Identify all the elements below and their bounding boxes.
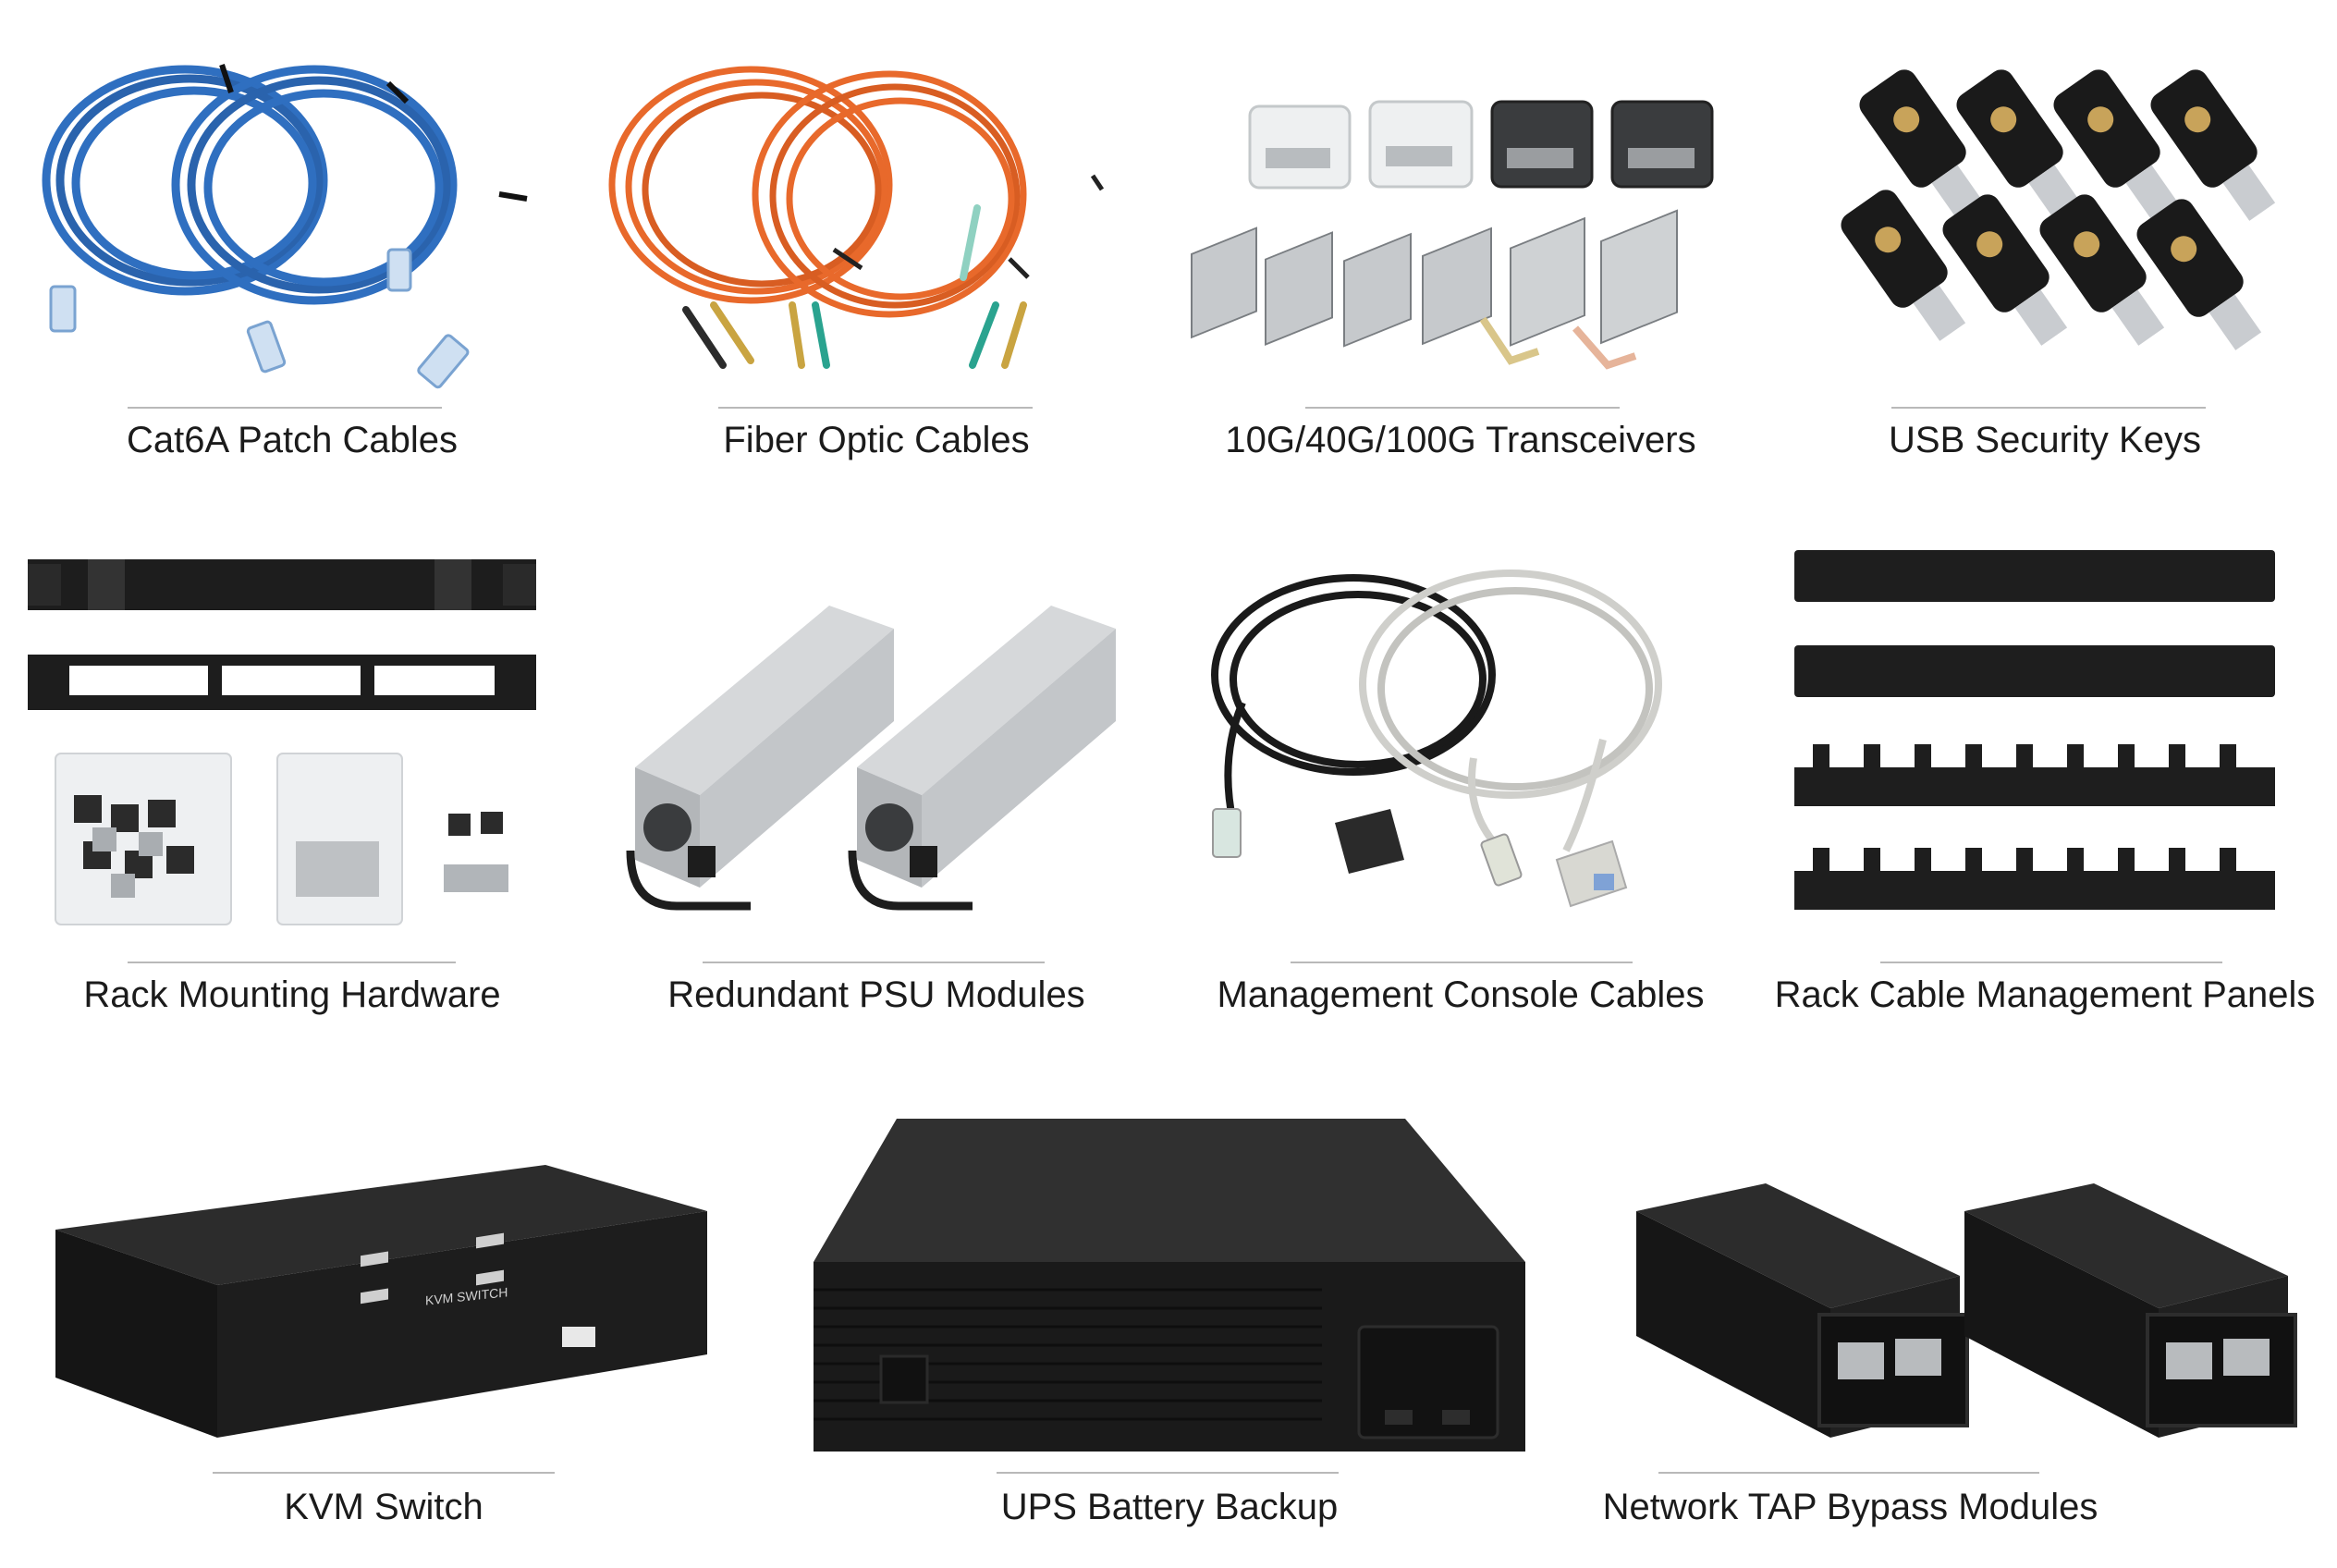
divider-rule [997,1472,1339,1474]
item-label: UPS Battery Backup [1000,1487,1339,1527]
divider-rule [718,407,1033,409]
item-ups-battery-backup: UPS Battery Backup [767,1072,1572,1553]
kvm-switch-icon: KVM SWITCH [55,1165,707,1438]
item-label: Management Console Cables [1217,974,1705,1015]
rack-bracket-icon [28,559,536,925]
divider-rule [1658,1472,2039,1474]
divider-rule [128,962,456,963]
divider-rule [1891,407,2206,409]
blue-cable-coil-icon [42,64,528,389]
tap-module-icon [1636,1183,2297,1438]
item-label: USB Security Keys [1889,420,2201,460]
item-label: Network TAP Bypass Modules [1602,1487,2098,1527]
item-fiber-optic-cables: Fiber Optic Cables [584,0,1168,481]
item-rack-cable-management-panels: Rack Cable Management Panels [1753,518,2337,1035]
orange-fiber-coil-icon [608,66,1105,369]
item-label: Cat6A Patch Cables [127,420,458,460]
console-cable-icon [1211,570,1662,908]
item-network-tap-bypass-modules: Network TAP Bypass Modules [1572,1072,2337,1553]
item-rack-mounting-hardware: Rack Mounting Hardware [0,518,584,1035]
item-label: Rack Cable Management Panels [1774,974,2316,1015]
ups-icon [814,1119,1525,1452]
item-transceivers: 10G/40G/100G Transceivers [1168,0,1753,481]
divider-rule [1305,407,1620,409]
usb-key-icon [1841,69,2276,350]
item-label: Redundant PSU Modules [667,974,1085,1015]
item-label: Rack Mounting Hardware [83,974,501,1015]
transceiver-modules-icon [1191,100,1714,370]
divider-rule [703,962,1045,963]
divider-rule [1291,962,1633,963]
psu-module-icon [626,606,1116,911]
divider-rule [213,1472,555,1474]
item-label: KVM Switch [284,1487,483,1527]
divider-rule [128,407,442,409]
item-usb-security-keys: USB Security Keys [1753,0,2337,481]
item-cat6a-patch-cables: Cat6A Patch Cables [0,0,584,481]
item-label: Fiber Optic Cables [723,420,1030,460]
item-redundant-psu-modules: Redundant PSU Modules [584,518,1168,1035]
item-label: 10G/40G/100G Transceivers [1225,420,1696,460]
divider-rule [1880,962,2222,963]
cable-panel-icon [1794,550,2275,910]
item-kvm-switch: KVM SWITCH KVM Switch [0,1072,767,1553]
item-management-console-cables: Management Console Cables [1168,518,1753,1035]
